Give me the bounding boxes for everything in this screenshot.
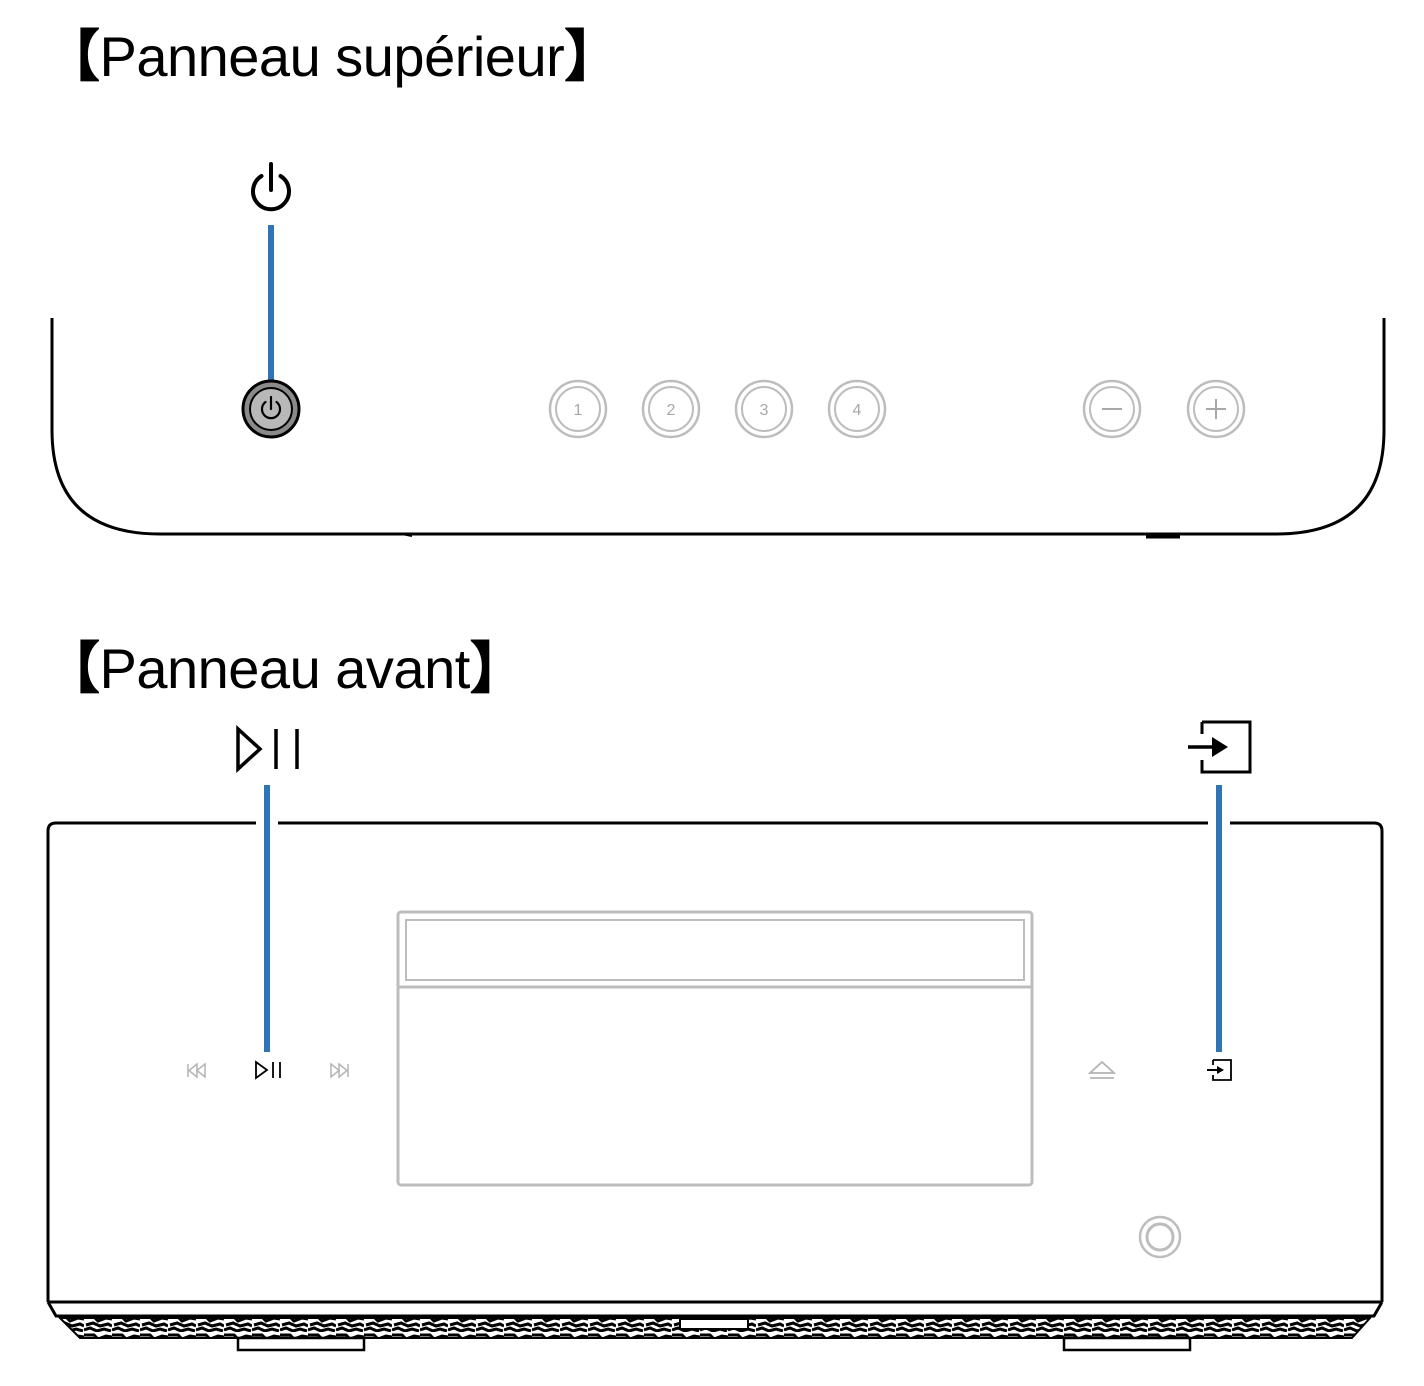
- bracket-open: 【: [44, 25, 100, 88]
- speaker-grille: [46, 1300, 1384, 1339]
- bracket-close: 】: [564, 25, 620, 88]
- top-panel-heading: 【Panneau supérieur】: [44, 12, 620, 93]
- preset-button-1[interactable]: 1: [548, 379, 608, 439]
- play-pause-icon: [236, 725, 299, 773]
- input-source-icon: [1188, 720, 1252, 774]
- volume-up-button[interactable]: [1186, 379, 1246, 439]
- input-source-small-icon: [1207, 1059, 1232, 1081]
- front-panel-heading-text: Panneau avant: [99, 637, 471, 700]
- skip-back-icon: [187, 1062, 206, 1079]
- preset-label-4: 4: [853, 402, 862, 419]
- display-window: [396, 910, 1034, 1187]
- front-panel-feet: [236, 1336, 1192, 1352]
- preset-label-3: 3: [760, 402, 769, 419]
- bracket-close: 】: [469, 637, 526, 700]
- skip-forward-icon: [330, 1062, 349, 1079]
- preset-button-2[interactable]: 2: [641, 379, 701, 439]
- front-panel-body-right: [1230, 821, 1384, 1302]
- top-panel-seam: [401, 533, 413, 537]
- input-source-button[interactable]: [1207, 1059, 1232, 1081]
- headphone-jack: [1138, 1215, 1182, 1259]
- skip-forward-button[interactable]: [330, 1062, 349, 1079]
- skip-back-button[interactable]: [187, 1062, 206, 1079]
- power-icon: [251, 162, 291, 212]
- power-button[interactable]: [241, 379, 301, 439]
- preset-label-2: 2: [667, 402, 676, 419]
- front-panel: [46, 720, 1384, 1352]
- play-pause-small-icon: [255, 1060, 281, 1080]
- power-button-icon: [260, 395, 282, 420]
- front-panel-body-left: [46, 821, 256, 1302]
- top-panel-heading-text: Panneau supérieur: [99, 25, 565, 88]
- preset-button-3[interactable]: 3: [734, 379, 794, 439]
- bracket-open: 【: [44, 637, 100, 700]
- top-panel: 1 2 3 4: [50, 162, 1386, 539]
- plus-icon: [1206, 399, 1226, 419]
- preset-button-4[interactable]: 4: [827, 379, 887, 439]
- volume-down-button[interactable]: [1082, 379, 1142, 439]
- eject-button[interactable]: [1087, 1060, 1117, 1079]
- play-pause-button[interactable]: [255, 1060, 281, 1080]
- preset-label-1: 1: [574, 402, 583, 419]
- top-panel-body: [50, 318, 1386, 536]
- eject-icon: [1087, 1060, 1117, 1079]
- front-panel-heading: 【Panneau avant】: [44, 624, 526, 705]
